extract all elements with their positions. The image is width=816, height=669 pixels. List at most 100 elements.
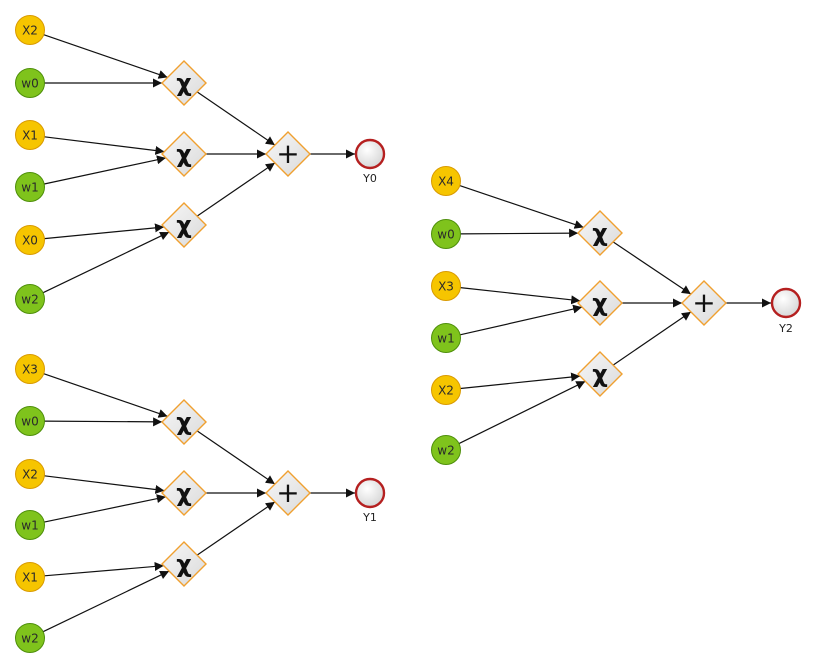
- diagram-1-multiply-node-2-shape: [161, 541, 207, 587]
- diagram-1-input-label-2: X2: [22, 468, 38, 482]
- diagram-1-input-x2-node: X2: [15, 459, 45, 489]
- diagram-2-input-circle-3: [431, 323, 461, 353]
- diagram-0-input-circle-0: [15, 15, 45, 45]
- diagram-2-multiply-node-1: χ: [577, 280, 623, 326]
- diagram-2-edge-input-1: [460, 228, 579, 238]
- diagram-1-edge-mul-0: [196, 430, 276, 485]
- diagram-2-input-circle-1: [431, 219, 461, 249]
- diagram-2-sum-node-symbol: +: [692, 286, 715, 319]
- diagram-0-multiply-node-1: χ: [161, 131, 207, 177]
- diagram-1-multiply-node-0-symbol: χ: [176, 408, 191, 436]
- diagram-1-input-x3-node: X3: [15, 354, 45, 384]
- diagram-1-sum-node-symbol: +: [276, 476, 299, 509]
- diagram-1-input-label-1: w0: [21, 415, 38, 429]
- diagram-0-input-w2-node: w2: [15, 284, 45, 314]
- diagram-0-input-label-5: w2: [21, 293, 38, 307]
- diagram-0-edge-input-0: [43, 34, 168, 79]
- diagram-1-output-circle: [354, 477, 386, 509]
- diagram-1-edge-input-3: [44, 494, 166, 523]
- diagram-2-input-w0-node: w0: [431, 219, 461, 249]
- diagram-1-input-circle-2: [15, 459, 45, 489]
- diagram-0-sum-node-symbol: +: [276, 137, 299, 170]
- diagram-0-input-label-0: X2: [22, 24, 38, 38]
- diagram-0-input-w0-node: w0: [15, 68, 45, 98]
- diagram-0-input-circle-1: [15, 68, 45, 98]
- diagram-0-edge-input-4: [44, 223, 165, 240]
- diagram-0-input-circle-5: [15, 284, 45, 314]
- diagram-0-edge-input-2: [44, 136, 165, 155]
- diagram-2-input-x2-node: X2: [431, 375, 461, 405]
- diagram-2-multiply-node-0: χ: [577, 210, 623, 256]
- diagram-0-input-x2-node: X2: [15, 15, 45, 45]
- diagram-0-multiply-node-1-symbol: χ: [176, 140, 191, 168]
- diagram-0-multiply-node-0-shape: [161, 60, 207, 106]
- diagram-1-input-w0-node: w0: [15, 406, 45, 436]
- diagram-2-input-circle-5: [431, 435, 461, 465]
- diagram-2-input-w1-node: w1: [431, 323, 461, 353]
- diagram-1-multiply-node-0-shape: [161, 399, 207, 445]
- diagram-0-input-circle-4: [15, 225, 45, 255]
- diagram-0-multiply-node-0-symbol: χ: [176, 69, 191, 97]
- diagram-1-input-circle-5: [15, 623, 45, 653]
- diagram-0-sum-node: +: [265, 131, 311, 177]
- diagram-2-multiply-node-0-shape: [577, 210, 623, 256]
- diagram-2-input-circle-4: [431, 375, 461, 405]
- diagram-2-output-circle: [770, 287, 802, 319]
- diagram-0-edge-input-3: [44, 155, 167, 185]
- diagram-1-multiply-node-2-symbol: χ: [176, 550, 191, 578]
- diagram-1-output-label: Y1: [362, 511, 377, 524]
- diagram-0-input-label-2: X1: [22, 129, 38, 143]
- diagram-2-multiply-node-1-shape: [577, 280, 623, 326]
- diagram-1-output-node: Y1: [354, 477, 386, 524]
- diagram-0-multiply-node-0: χ: [161, 60, 207, 106]
- diagram-1-edge-input-1: [44, 417, 163, 427]
- diagram-1-edge-mul-2: [196, 501, 276, 556]
- diagram-2-output-label: Y2: [778, 322, 793, 335]
- diagram-2-input-circle-2: [431, 271, 461, 301]
- diagram-2-sum-node-shape: [681, 280, 727, 326]
- diagram-2-input-label-1: w0: [437, 228, 454, 242]
- diagram-0-input-label-1: w0: [21, 77, 38, 91]
- diagram-1-input-x1-node: X1: [15, 562, 45, 592]
- diagram-0-multiply-node-2-symbol: χ: [176, 211, 191, 239]
- diagram-2-input-x4-node: X4: [431, 166, 461, 196]
- diagram-0-multiply-node-2-shape: [161, 202, 207, 248]
- diagram-2-input-w2-node: w2: [431, 435, 461, 465]
- diagram-0-edge-mul-0: [196, 91, 276, 146]
- diagram-0-input-circle-2: [15, 120, 45, 150]
- diagram-0-output-label: Y0: [362, 172, 377, 185]
- diagram-2-edge-input-0: [459, 185, 584, 229]
- diagram-1-edge-input-5: [42, 570, 170, 633]
- diagram-1-input-w1-node: w1: [15, 510, 45, 540]
- diagram-1-sum-node: +: [265, 470, 311, 516]
- diagram-2-multiply-node-2-symbol: χ: [592, 360, 607, 388]
- diagram-0-input-x1-node: X1: [15, 120, 45, 150]
- diagram-0-multiply-node-1-shape: [161, 131, 207, 177]
- diagram-0-input-label-4: X0: [22, 234, 38, 248]
- diagram-2-input-x3-node: X3: [431, 271, 461, 301]
- diagram-1-input-label-0: X3: [22, 363, 38, 377]
- diagram-1-edge-input-4: [44, 561, 164, 577]
- diagram-2-edge-input-2: [460, 287, 581, 305]
- diagram-0-edge-input-5: [42, 231, 170, 294]
- diagram-2-edge-input-3: [459, 304, 583, 336]
- diagram-0-multiply-node-2: χ: [161, 202, 207, 248]
- diagram-1-edge-input-0: [43, 373, 168, 418]
- diagram-2-multiply-node-1-symbol: χ: [592, 289, 607, 317]
- diagram-1-input-circle-0: [15, 354, 45, 384]
- diagram-0-output-circle: [354, 138, 386, 170]
- diagram-2-multiply-node-2-shape: [577, 351, 623, 397]
- diagram-2-input-circle-0: [431, 166, 461, 196]
- diagram-2-edge-input-4: [460, 372, 581, 390]
- diagram-1-input-label-4: X1: [22, 571, 38, 585]
- diagram-0-sum-node-shape: [265, 131, 311, 177]
- diagram-1-sum-node-shape: [265, 470, 311, 516]
- diagram-0-input-circle-3: [15, 172, 45, 202]
- diagram-2-input-label-0: X4: [438, 175, 454, 189]
- diagram-1-multiply-node-1: χ: [161, 470, 207, 516]
- diagram-2-edge-mul-0: [612, 241, 692, 295]
- diagram-2-output-node: Y2: [770, 287, 802, 335]
- diagram-1-input-label-3: w1: [21, 519, 38, 533]
- diagram-1-input-w2-node: w2: [15, 623, 45, 653]
- diagram-2-input-label-4: X2: [438, 384, 454, 398]
